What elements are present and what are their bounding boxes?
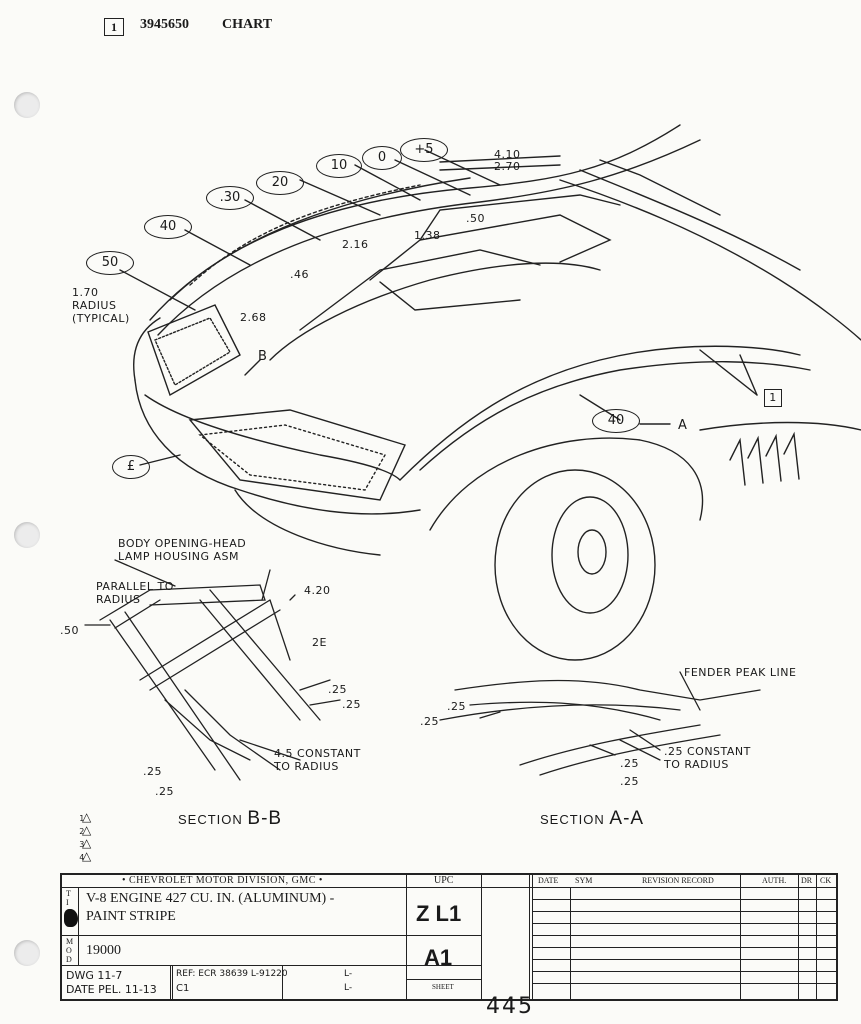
- auth-header: AUTH.: [762, 876, 787, 885]
- binder-hole-middle: [14, 522, 40, 548]
- upc-header: UPC: [434, 875, 454, 886]
- l1-label: L-: [344, 969, 353, 979]
- dim-268: 2.68: [240, 311, 267, 324]
- bb-dim-2e: 2E: [312, 636, 327, 649]
- bb-dim-25b: .25: [342, 698, 361, 711]
- bb-dim-420: 4.20: [304, 584, 331, 597]
- ref-box-1-number: 1: [769, 391, 777, 404]
- section-bb-title: SECTION B-B: [178, 808, 282, 830]
- callout-20: 20: [256, 171, 304, 195]
- drawing-number: 3945650: [140, 17, 189, 32]
- callout-0: 0: [362, 146, 402, 170]
- sheet-box: 1: [104, 18, 124, 36]
- callout-40-lower: 40: [592, 409, 640, 433]
- upc-code: Z L1: [416, 901, 462, 926]
- callout-10: 10: [316, 154, 362, 178]
- revision-triangle-1: △1: [79, 810, 92, 824]
- sheet-box-number: 1: [111, 20, 117, 34]
- aa-fender: FENDER PEAK LINE: [684, 666, 797, 679]
- sheet-label: SHEET: [432, 983, 454, 991]
- l2-label: L-: [344, 983, 353, 993]
- dwg-label: DWG 11-7: [66, 969, 123, 982]
- chart-label: CHART: [222, 17, 273, 32]
- callout-plus5: +5: [400, 138, 448, 162]
- section-marker-b: B: [258, 349, 268, 364]
- section-bb-drawing: [84, 559, 341, 781]
- bb-note-head: BODY OPENING-HEAD LAMP HOUSING ASM: [118, 537, 247, 563]
- callout-50: 50: [86, 251, 134, 275]
- bb-dim-25d: .25: [155, 785, 174, 798]
- dr-header: DR: [801, 876, 813, 885]
- section-bb-prefix: SECTION: [178, 812, 243, 827]
- aa-constant: .25 CONSTANT TO RADIUS: [664, 745, 751, 771]
- sym-header: SYM: [575, 876, 593, 885]
- revision-triangle-2: △2: [79, 823, 92, 837]
- revision-triangle-4: △4: [79, 849, 92, 863]
- division-label: • CHEVROLET MOTOR DIVISION, GMC •: [122, 875, 323, 886]
- section-bb-letters: B-B: [247, 808, 283, 829]
- section-aa-title: SECTION A-A: [540, 808, 644, 830]
- section-aa-prefix: SECTION: [540, 812, 605, 827]
- binder-hole-bottom: [14, 940, 40, 966]
- model-number: 19000: [86, 943, 121, 958]
- ref-box-1: 1: [764, 389, 782, 407]
- aa-dim-25c: .25: [620, 757, 639, 770]
- ck-header: CK: [820, 876, 832, 885]
- aa-dim-25a: .25: [447, 700, 466, 713]
- bb-dim-25c: .25: [143, 765, 162, 778]
- side-label-title: T I: [66, 889, 71, 907]
- dim-216: 2.16: [342, 238, 369, 251]
- dim-50: .50: [466, 212, 485, 225]
- section-aa-letters: A-A: [609, 808, 645, 829]
- dim-46: .46: [290, 268, 309, 281]
- callout-30: .30: [206, 186, 254, 210]
- dim-138: 1.38: [414, 229, 441, 242]
- revision-header: REVISION RECORD: [642, 876, 714, 885]
- section-marker-a: A: [678, 418, 688, 433]
- callout-40-top: 40: [144, 215, 192, 239]
- upc-sub: A1: [424, 945, 453, 970]
- bb-constant: 4.5 CONSTANT TO RADIUS: [274, 747, 361, 773]
- revision-triangle-3-number: 3: [79, 840, 85, 849]
- revision-triangle-2-number: 2: [79, 827, 85, 836]
- date-header: DATE: [538, 876, 559, 885]
- dim-410: 4.10: [494, 148, 521, 161]
- side-label-mod: M O D: [66, 937, 74, 964]
- bb-dim-50: .50: [60, 624, 79, 637]
- binder-hole-top: [14, 92, 40, 118]
- dim-270: 2.70: [494, 160, 521, 173]
- bb-note-parallel: PARALLEL TO RADIUS: [96, 580, 174, 606]
- revision-triangle-4-number: 4: [79, 853, 85, 862]
- c1-label: C1: [176, 983, 190, 994]
- description-line1: V-8 ENGINE 427 CU. IN. (ALUMINUM) -: [86, 891, 335, 906]
- revision-triangle-1-number: 1: [79, 814, 85, 823]
- revision-triangle-3: △3: [79, 836, 92, 850]
- description-line2: PAINT STRIPE: [86, 909, 176, 924]
- section-aa-drawing: [439, 671, 761, 776]
- title-block: • CHEVROLET MOTOR DIVISION, GMC • UPC DA…: [60, 873, 838, 1001]
- ref-label: REF: ECR 38639 L-91220: [176, 969, 288, 979]
- thumbprint-mark: [64, 909, 78, 927]
- aa-dim-25b: .25: [420, 715, 439, 728]
- dim-radius: 1.70 RADIUS (TYPICAL): [72, 286, 130, 325]
- bb-dim-25a: .25: [328, 683, 347, 696]
- date-label: DATE PEL. 11-13: [66, 983, 157, 996]
- page-number: 445: [486, 994, 534, 1019]
- callout-centerline: £: [112, 455, 150, 479]
- aa-dim-25d: .25: [620, 775, 639, 788]
